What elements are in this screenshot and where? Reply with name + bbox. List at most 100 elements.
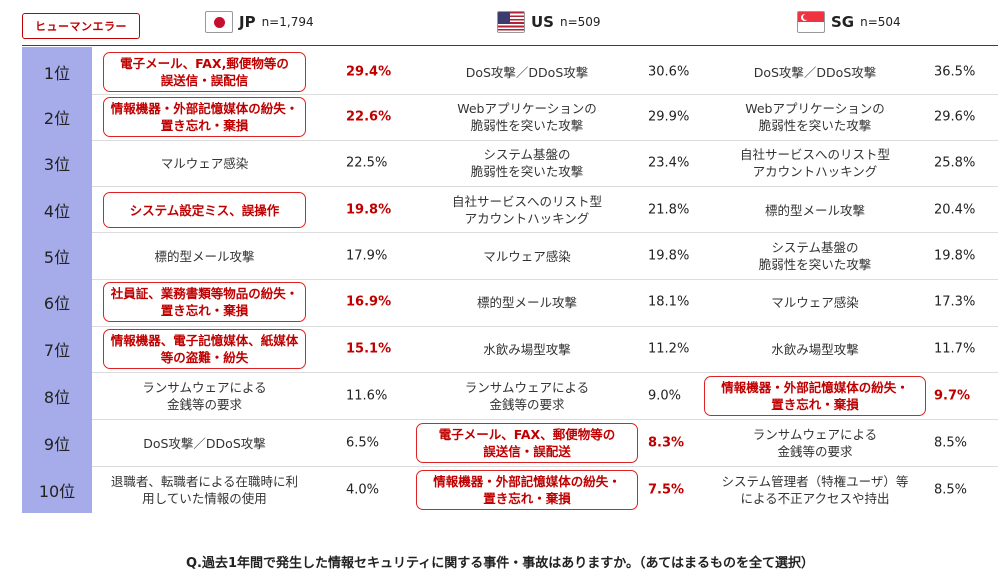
percent-value-jp: 11.6% — [346, 388, 388, 404]
incident-label-text: 自社サービスへのリスト型アカウントハッキング — [451, 194, 602, 226]
percent-value-jp: 16.9% — [346, 294, 392, 310]
incident-label-us: Webアプリケーションの脆弱性を突いた攻撃 — [416, 97, 638, 137]
incident-label-jp: システム設定ミス、誤操作 — [103, 192, 306, 228]
percent-value-sg: 17.3% — [934, 294, 976, 310]
incident-label-sg: システム管理者（特権ユーザ）等による不正アクセスや持出 — [704, 470, 926, 510]
incident-label-sg: マルウェア感染 — [704, 292, 926, 312]
incident-label-text: 自社サービスへのリスト型アカウントハッキング — [739, 147, 890, 179]
row-separator — [92, 232, 998, 233]
percent-value-us: 7.5% — [648, 482, 685, 498]
percent-value-sg: 8.5% — [934, 482, 968, 498]
incident-label-text: 標的型メール攻撃 — [154, 248, 255, 264]
incident-label-us: システム基盤の脆弱性を突いた攻撃 — [416, 143, 638, 183]
incident-label-jp: 情報機器、電子記憶媒体、紙媒体等の盗難・紛失 — [103, 329, 306, 369]
incident-label-text: システム設定ミス、誤操作 — [129, 202, 280, 218]
incident-label-jp: 標的型メール攻撃 — [103, 246, 306, 266]
header-jp-code: JP — [239, 13, 256, 31]
row-separator — [92, 326, 998, 327]
incident-label-us: 自社サービスへのリスト型アカウントハッキング — [416, 190, 638, 230]
header-rule — [22, 45, 998, 46]
incident-label-text: 情報機器・外部記憶媒体の紛失・置き忘れ・棄損 — [110, 101, 299, 133]
header-us-code: US — [531, 13, 554, 31]
percent-value-us: 8.3% — [648, 435, 685, 451]
percent-value-jp: 19.8% — [346, 202, 392, 218]
incident-label-text: DoS攻撃／DDoS攻撃 — [753, 64, 877, 80]
incident-label-jp: ランサムウェアによる金銭等の要求 — [103, 376, 306, 416]
rank-label: 7位 — [43, 341, 71, 360]
incident-label-jp: マルウェア感染 — [103, 153, 306, 173]
incident-label-sg: システム基盤の脆弱性を突いた攻撃 — [704, 236, 926, 276]
incident-label-jp: 退職者、転職者による在職時に利用していた情報の使用 — [103, 470, 306, 510]
incident-label-us: 標的型メール攻撃 — [416, 292, 638, 312]
rank-label: 5位 — [43, 248, 71, 267]
incident-label-text: ランサムウェアによる金銭等の要求 — [464, 380, 590, 412]
incident-label-text: ランサムウェアによる金銭等の要求 — [142, 380, 267, 412]
incident-label-sg: 情報機器・外部記憶媒体の紛失・置き忘れ・棄損 — [704, 376, 926, 416]
incident-label-sg: Webアプリケーションの脆弱性を突いた攻撃 — [704, 97, 926, 137]
percent-value-sg: 20.4% — [934, 202, 976, 218]
incident-label-text: 水飲み場型攻撃 — [771, 341, 859, 357]
incident-label-us: DoS攻撃／DDoS攻撃 — [416, 62, 638, 82]
percent-value-jp: 22.6% — [346, 109, 392, 125]
percent-value-us: 18.1% — [648, 294, 690, 310]
row-separator — [92, 279, 998, 280]
percent-value-sg: 9.7% — [934, 388, 971, 404]
incident-label-sg: 標的型メール攻撃 — [704, 200, 926, 220]
rank-label: 9位 — [43, 435, 71, 454]
incident-label-jp: 電子メール、FAX,郵便物等の誤送信・誤配信 — [103, 52, 306, 92]
incident-label-text: 標的型メール攻撃 — [476, 294, 577, 310]
percent-value-sg: 11.7% — [934, 341, 976, 357]
header-us-n: n=509 — [559, 15, 601, 29]
row-separator — [92, 186, 998, 187]
header-jp: JP n=1,794 — [205, 8, 314, 36]
percent-value-jp: 22.5% — [346, 155, 388, 171]
incident-label-text: 水飲み場型攻撃 — [483, 341, 571, 357]
usa-flag-icon — [497, 11, 525, 33]
header-us: US n=509 — [497, 8, 601, 36]
rank-label: 8位 — [43, 388, 71, 407]
incident-label-jp: 情報機器・外部記憶媒体の紛失・置き忘れ・棄損 — [103, 97, 306, 137]
incident-label-text: DoS攻撃／DDoS攻撃 — [143, 435, 266, 451]
incident-label-text: 電子メール、FAX,郵便物等の誤送信・誤配信 — [120, 56, 289, 88]
japan-flag-icon — [205, 11, 233, 33]
percent-value-us: 30.6% — [648, 64, 690, 80]
percent-value-sg: 8.5% — [934, 435, 968, 451]
incident-label-text: システム管理者（特権ユーザ）等による不正アクセスや持出 — [721, 474, 909, 506]
incident-label-text: 情報機器・外部記憶媒体の紛失・置き忘れ・棄損 — [721, 380, 909, 412]
incident-label-text: システム基盤の脆弱性を突いた攻撃 — [758, 240, 872, 272]
percent-value-jp: 29.4% — [346, 64, 392, 80]
incident-label-text: ランサムウェアによる金銭等の要求 — [752, 427, 878, 459]
percent-value-us: 11.2% — [648, 341, 690, 357]
rank-label: 3位 — [43, 155, 71, 174]
incident-label-text: Webアプリケーションの脆弱性を突いた攻撃 — [457, 101, 597, 133]
incident-label-us: ランサムウェアによる金銭等の要求 — [416, 376, 638, 416]
header-sg-code: SG — [831, 13, 855, 31]
incident-label-text: Webアプリケーションの脆弱性を突いた攻撃 — [745, 101, 885, 133]
percent-value-jp: 6.5% — [346, 435, 380, 451]
percent-value-sg: 25.8% — [934, 155, 976, 171]
incident-label-text: 情報機器、電子記憶媒体、紙媒体等の盗難・紛失 — [110, 333, 299, 365]
incident-label-text: 退職者、転職者による在職時に利用していた情報の使用 — [110, 474, 299, 506]
row-separator — [92, 466, 998, 467]
row-separator — [92, 94, 998, 95]
row-separator — [92, 140, 998, 141]
percent-value-us: 29.9% — [648, 109, 690, 125]
incident-label-text: 社員証、業務書類等物品の紛失・置き忘れ・棄損 — [110, 286, 299, 318]
percent-value-jp: 4.0% — [346, 482, 380, 498]
incident-label-jp: 社員証、業務書類等物品の紛失・置き忘れ・棄損 — [103, 282, 306, 322]
percent-value-jp: 17.9% — [346, 248, 388, 264]
incident-label-sg: DoS攻撃／DDoS攻撃 — [704, 62, 926, 82]
percent-value-sg: 29.6% — [934, 109, 976, 125]
incident-label-us: 水飲み場型攻撃 — [416, 339, 638, 359]
incident-label-us: マルウェア感染 — [416, 246, 638, 266]
incident-label-text: 電子メール、FAX、郵便物等の誤送信・誤配送 — [438, 427, 616, 459]
percent-value-jp: 15.1% — [346, 341, 392, 357]
rank-label: 10位 — [38, 482, 76, 501]
incident-label-text: マルウェア感染 — [771, 294, 859, 310]
percent-value-us: 21.8% — [648, 202, 690, 218]
percent-value-us: 9.0% — [648, 388, 682, 404]
header-sg: SG n=504 — [797, 8, 901, 36]
rank-label: 2位 — [43, 109, 71, 128]
incident-label-us: 電子メール、FAX、郵便物等の誤送信・誤配送 — [416, 423, 638, 463]
